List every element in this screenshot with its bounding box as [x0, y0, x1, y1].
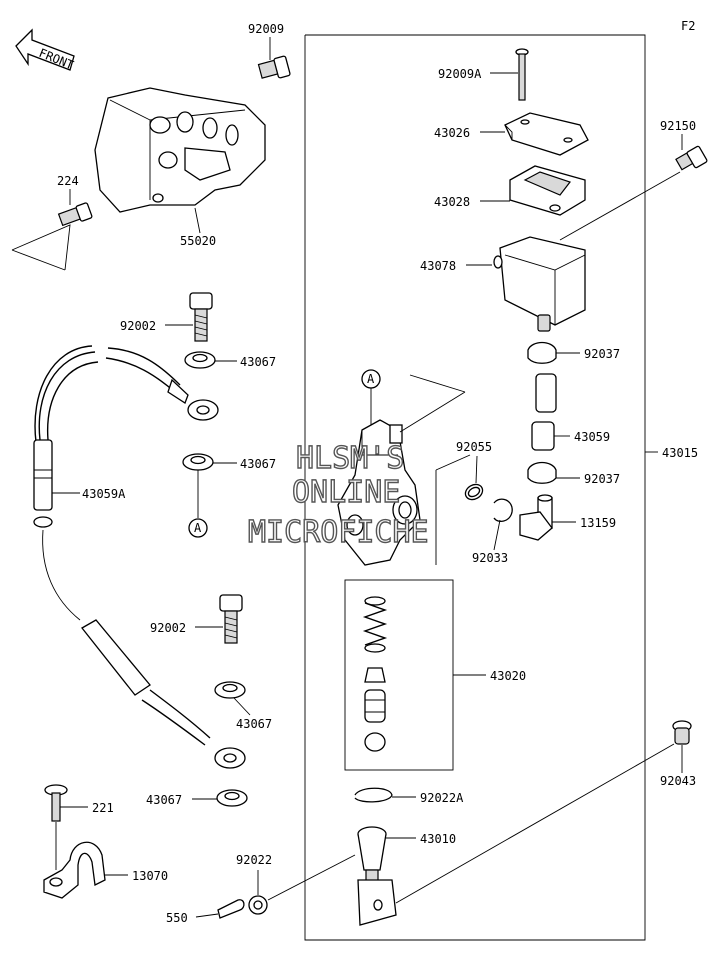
- pin-92043: [672, 720, 692, 745]
- callout-92022A: 92022A: [420, 791, 464, 805]
- reservoir-43078: [493, 236, 586, 332]
- callout-92150: 92150: [660, 119, 696, 133]
- callout-92022: 92022: [236, 853, 272, 867]
- callout-92043: 92043: [660, 774, 696, 788]
- washer-43067-c: [214, 681, 246, 699]
- bolt-92009: [257, 55, 291, 79]
- callout-43015: 43015: [662, 446, 698, 460]
- washer-43067-d: [216, 789, 248, 807]
- svg-text:ONLINE: ONLINE: [292, 475, 400, 510]
- washer-92022: [248, 895, 268, 915]
- hose-43059: [531, 373, 557, 451]
- callout-43010: 43010: [420, 832, 456, 846]
- callout-224: 224: [57, 174, 79, 188]
- cotter-pin-550: [217, 899, 245, 919]
- callout-43067-a: 43067: [240, 355, 276, 369]
- svg-text:HLSM'S: HLSM'S: [296, 441, 404, 476]
- circlip-92022A: [354, 787, 393, 803]
- watermark: HLSM'S ONLINE MICROFICHE: [247, 440, 429, 550]
- callout-92002-top: 92002: [120, 319, 156, 333]
- callout-221: 221: [92, 801, 114, 815]
- callout-550: 550: [166, 911, 188, 925]
- callout-13070: 13070: [132, 869, 168, 883]
- screw-92009A: [515, 48, 529, 101]
- push-rod-43010: [357, 826, 397, 926]
- callout-43067-c: 43067: [236, 717, 272, 731]
- brake-hose-43059A: [33, 345, 246, 769]
- clip-92037-top: [527, 341, 557, 364]
- banjo-bolt-92002-top: [189, 292, 213, 342]
- assembly-outline: [304, 34, 646, 941]
- screw-221: [44, 784, 68, 822]
- o-ring-92055: [464, 483, 484, 501]
- callout-55020: 55020: [180, 234, 216, 248]
- guard-55020: [94, 87, 266, 213]
- callout-92009A: 92009A: [438, 67, 482, 81]
- callout-92055: 92055: [456, 440, 492, 454]
- screw-224: [57, 202, 93, 227]
- svg-text:A: A: [194, 521, 202, 535]
- cap-43026: [504, 112, 589, 156]
- piston-kit-43020: [344, 579, 454, 771]
- clamp-13070: [43, 841, 106, 899]
- callout-13159: 13159: [580, 516, 616, 530]
- callout-43028: 43028: [434, 195, 470, 209]
- svg-text:A: A: [367, 372, 375, 386]
- callout-43020: 43020: [490, 669, 526, 683]
- callout-43059: 43059: [574, 430, 610, 444]
- callout-92002-bottom: 92002: [150, 621, 186, 635]
- callout-92037-bottom: 92037: [584, 472, 620, 486]
- callout-43067-b: 43067: [240, 457, 276, 471]
- master-cylinder-body: [337, 419, 421, 566]
- callout-43078: 43078: [420, 259, 456, 273]
- callout-92033: 92033: [472, 551, 508, 565]
- washer-43067-b: [182, 453, 214, 471]
- ref-mark-a-hose: [188, 518, 208, 538]
- callout-92009: 92009: [248, 22, 284, 36]
- bolt-92150: [675, 145, 708, 171]
- page-code: F2: [681, 19, 695, 33]
- svg-text:MICROFICHE: MICROFICHE: [248, 515, 429, 550]
- elbow-fitting-13159: [519, 494, 553, 541]
- callout-43059A: 43059A: [82, 487, 126, 501]
- washer-43067-a: [184, 351, 216, 369]
- circlip-92033: [493, 498, 513, 523]
- callout-92037-top: 92037: [584, 347, 620, 361]
- clip-92037-bottom: [527, 461, 557, 484]
- diaphragm-43028: [509, 165, 586, 216]
- banjo-bolt-92002-bottom: [219, 594, 243, 644]
- front-arrow-icon: FRONT: [15, 28, 76, 72]
- callout-43026: 43026: [434, 126, 470, 140]
- callout-43067-d: 43067: [146, 793, 182, 807]
